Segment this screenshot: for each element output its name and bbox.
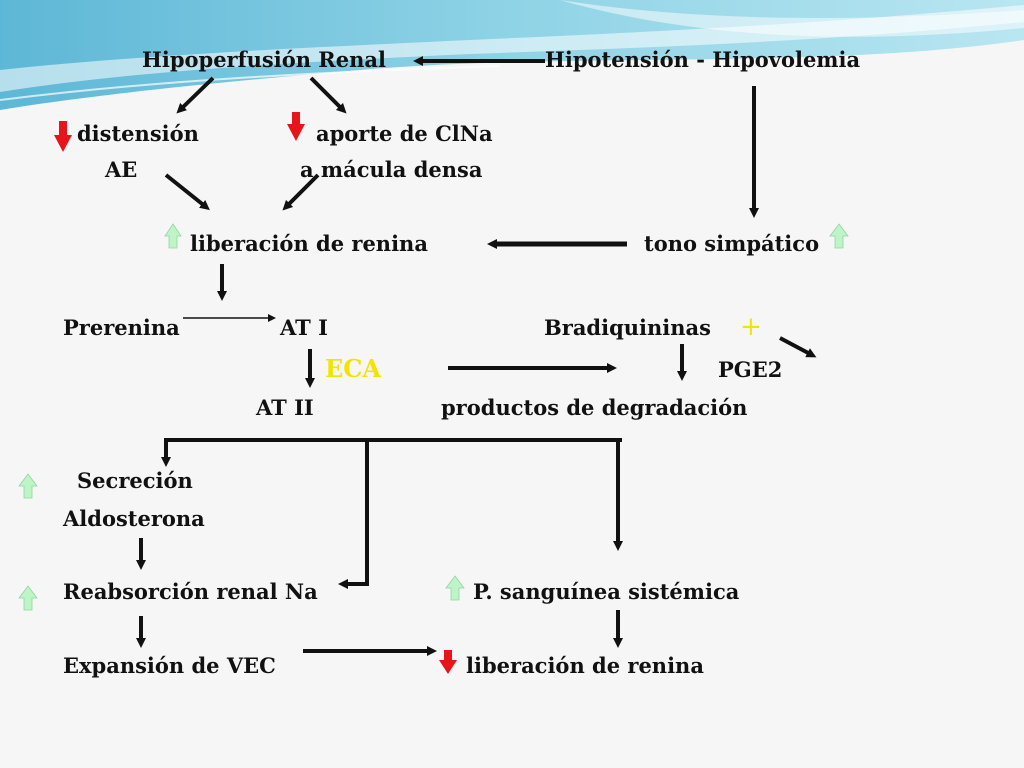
label-liberacion-renina: liberación de renina [190, 231, 428, 256]
label-prerenina: Prerenina [63, 315, 180, 340]
label-bradiquininas: Bradiquininas [544, 315, 711, 340]
label-pge2: PGE2 [718, 357, 783, 382]
label-aldosterona: Aldosterona [63, 506, 205, 531]
label-plus: + [740, 312, 762, 342]
label-tono-simpatico: tono simpático [644, 231, 820, 256]
label-eca: ECA [325, 354, 382, 383]
label-macula-densa: a mácula densa [300, 157, 483, 182]
label-expansion-vec: Expansión de VEC [63, 653, 276, 678]
label-productos-degradacion: productos de degradación [441, 395, 748, 420]
label-at-i: AT I [280, 315, 328, 340]
label-aporte-clna: aporte de ClNa [316, 121, 493, 146]
label-presion-sanguinea-sistemica: P. sanguínea sistémica [473, 579, 740, 604]
label-hipoperfusion-renal: Hipoperfusión Renal [142, 47, 386, 72]
label-secrecion: Secreción [77, 468, 193, 493]
label-liberacion-renina-final: liberación de renina [466, 653, 704, 678]
label-hipotension-hipovolemia: Hipotensión - Hipovolemia [545, 47, 861, 72]
label-reabsorcion-renal-na: Reabsorción renal Na [63, 579, 318, 604]
label-distension: distensión [77, 121, 199, 146]
label-ae: AE [105, 157, 138, 182]
label-at-ii: AT II [256, 395, 314, 420]
